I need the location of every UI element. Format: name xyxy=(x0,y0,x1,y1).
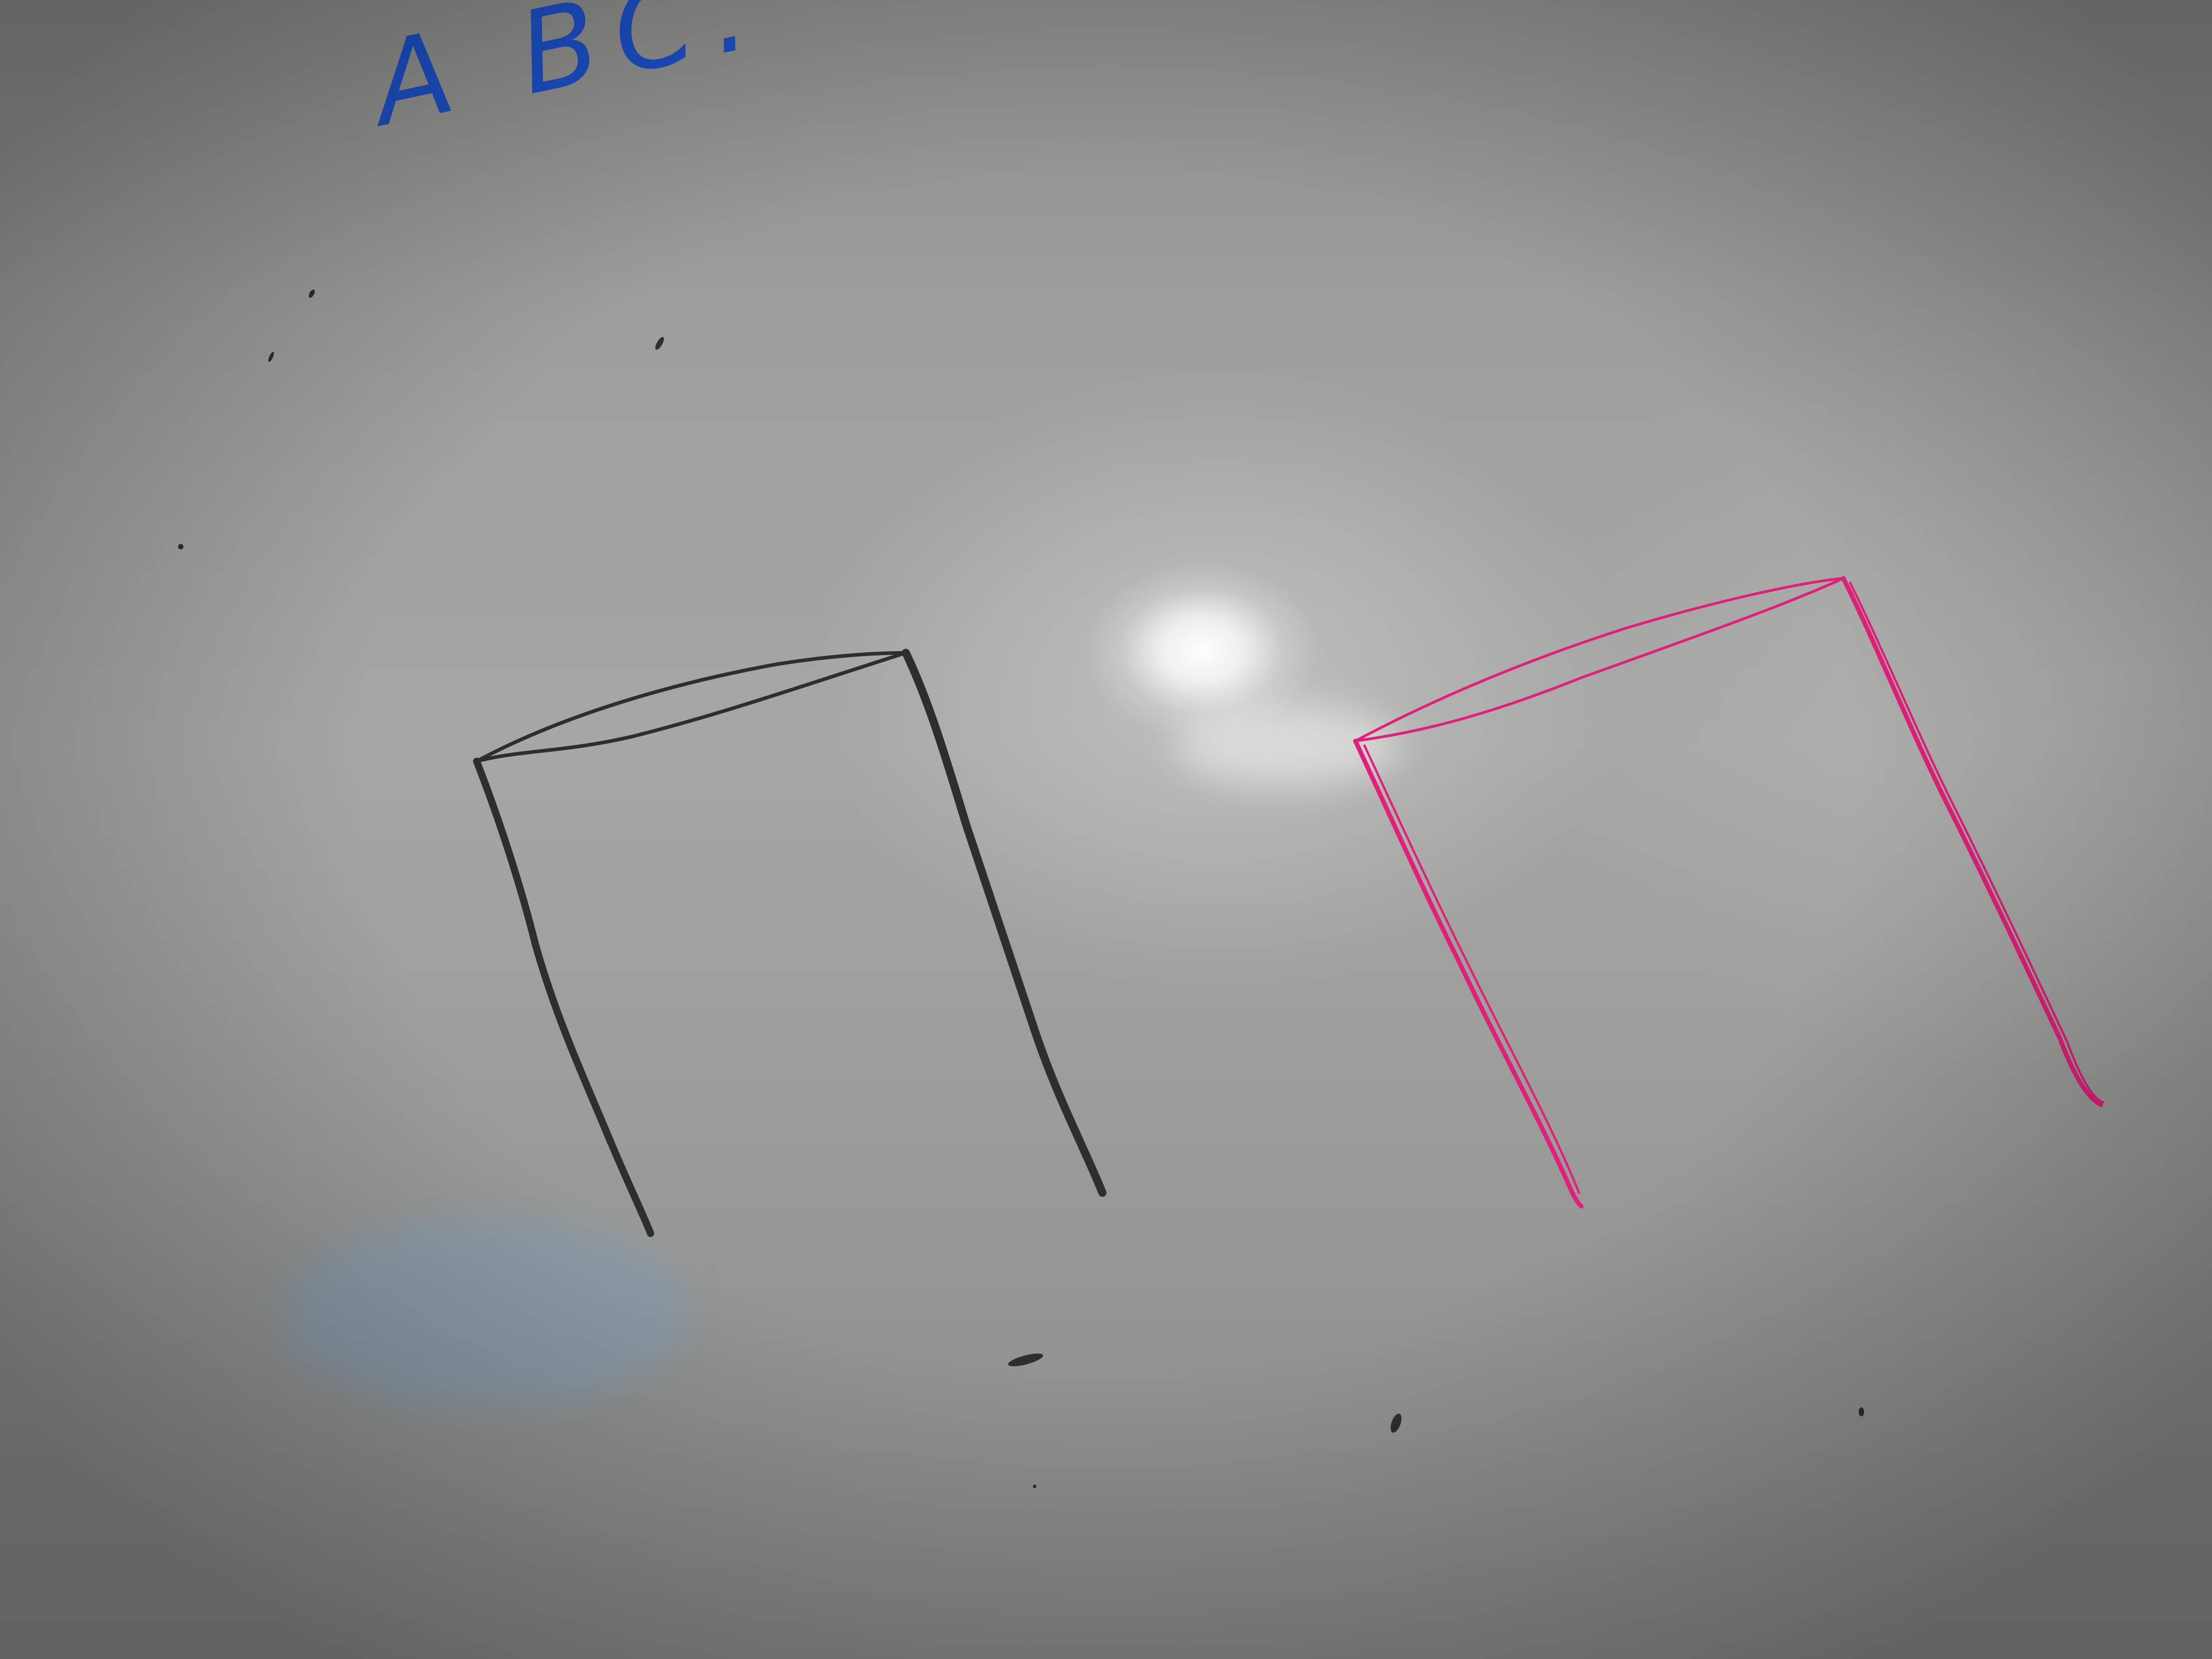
speck xyxy=(178,544,183,549)
faded-blue-smudge xyxy=(280,1220,687,1410)
speck xyxy=(1390,1414,1402,1433)
black-open-box-sketch xyxy=(473,649,1106,1237)
pink-left-edge-inner xyxy=(1363,744,1580,1194)
pink-right-edge-inner xyxy=(1849,581,2104,1104)
glare-streak xyxy=(1175,705,1401,786)
speck xyxy=(268,351,274,362)
pink-top-back-edge xyxy=(1354,577,1845,742)
marker-specks xyxy=(178,289,1864,1488)
pink-right-edge xyxy=(1841,576,2103,1107)
black-top-front-edge xyxy=(475,651,908,763)
speck xyxy=(655,337,664,350)
black-top-back-edge xyxy=(475,651,908,763)
pink-open-box-sketch xyxy=(1353,576,2104,1209)
speck xyxy=(1008,1353,1043,1367)
black-left-edge xyxy=(473,758,654,1237)
pink-top-front-edge xyxy=(1354,577,1845,742)
pink-left-edge xyxy=(1353,739,1584,1209)
speck xyxy=(1859,1407,1864,1416)
speck xyxy=(1033,1485,1036,1488)
black-right-edge xyxy=(902,649,1106,1197)
speck xyxy=(309,289,315,298)
